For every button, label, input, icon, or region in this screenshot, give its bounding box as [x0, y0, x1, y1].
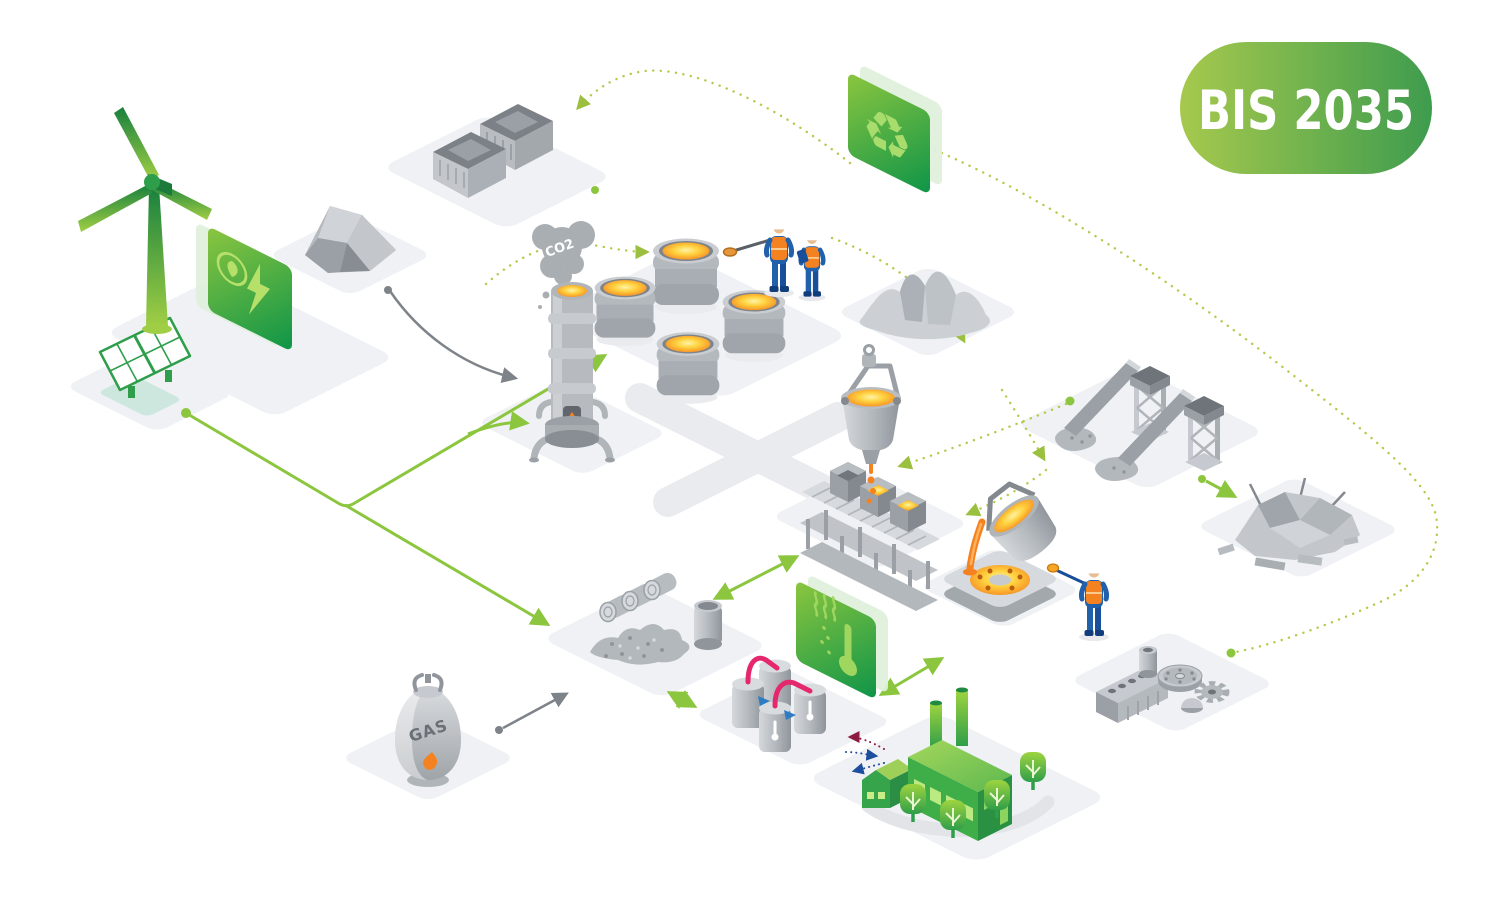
gas-flame-icon	[423, 752, 438, 770]
cast-gear-icon	[1194, 681, 1230, 703]
scrap-metal-pile-icon	[1217, 477, 1360, 571]
raw-material-rocks-icon	[305, 206, 396, 273]
worker-with-tablet	[799, 233, 826, 301]
heat-recovery-sign-icon	[796, 576, 888, 698]
co2-cloud-icon: CO2	[532, 221, 595, 309]
round-casting-mold-icon	[944, 551, 1056, 622]
renewable-energy-station	[78, 107, 292, 416]
powder-to-crusher-dotted	[1000, 388, 1046, 462]
cast-cylinder-icon	[1139, 646, 1157, 678]
casting-ladle-icon	[841, 344, 901, 504]
outer-recycling-loop-dotted	[933, 148, 1439, 654]
magenta-pipe	[745, 655, 780, 685]
wind-turbine-icon	[78, 107, 212, 334]
magenta-pipe	[772, 679, 813, 709]
recycled-material-station	[590, 569, 722, 665]
energy-to-furnace-arrow	[467, 411, 530, 436]
lightning-icon	[247, 263, 270, 315]
heat-recovery-arrow	[878, 657, 945, 696]
conveyor-towers-icon	[1055, 359, 1226, 481]
worker-sampling-icon	[1046, 564, 1110, 641]
returns-to-casting-arrow	[712, 555, 800, 600]
cast-parts-icon	[1096, 646, 1230, 723]
crusher-to-moldline-dotted	[897, 402, 1068, 470]
factory-chimneys	[930, 687, 968, 749]
heat-out-maroon-arrow	[847, 731, 885, 750]
crusher-to-mold-dotted	[965, 468, 1048, 517]
heat-exchanger-tanks-icon	[732, 655, 826, 752]
flow-arrows	[181, 69, 1439, 775]
shaft-furnace-icon	[529, 282, 615, 463]
cast-disc-icon	[1157, 664, 1203, 692]
worker-with-ladle	[764, 221, 794, 297]
metal-chips-icon	[590, 624, 690, 665]
heat-waves-icon	[813, 590, 837, 623]
foundry-workers-icon	[722, 221, 826, 301]
heat-recovery-station	[732, 576, 888, 752]
storage-drum-icon	[694, 600, 722, 650]
melting-furnace-station: CO2	[529, 221, 615, 463]
recycling-sign-icon: ♻	[848, 66, 942, 193]
mold-line-station	[800, 344, 940, 611]
green-factory-town	[861, 687, 1055, 841]
green-energy-sign-icon	[196, 224, 292, 350]
badge-label: BIS 2035	[1198, 79, 1414, 142]
recycle-to-containers-dotted	[576, 69, 852, 165]
chips-to-tanks-arrow	[666, 689, 698, 710]
leaf-icon	[216, 251, 248, 287]
energy-to-recycling-arrow	[344, 503, 551, 626]
crusher-to-scrap-arrow	[1205, 479, 1238, 498]
cast-dome-icon	[1181, 698, 1203, 713]
scrap-skip-containers-icon	[433, 104, 553, 198]
gas-supply-arrow	[502, 692, 569, 730]
tilting-ladle-icon	[963, 481, 1057, 576]
furnace-to-crucibles-dotted	[484, 240, 650, 286]
gas-cylinder-icon: GAS	[395, 673, 461, 787]
title-badge: BIS 2035	[1180, 42, 1432, 174]
pouring-station	[944, 481, 1110, 641]
rawmaterial-to-furnace-arrow	[388, 290, 519, 384]
platforms	[70, 117, 1395, 860]
mold-line-icon	[800, 462, 940, 611]
alloy-powder-pile-icon	[859, 271, 991, 340]
